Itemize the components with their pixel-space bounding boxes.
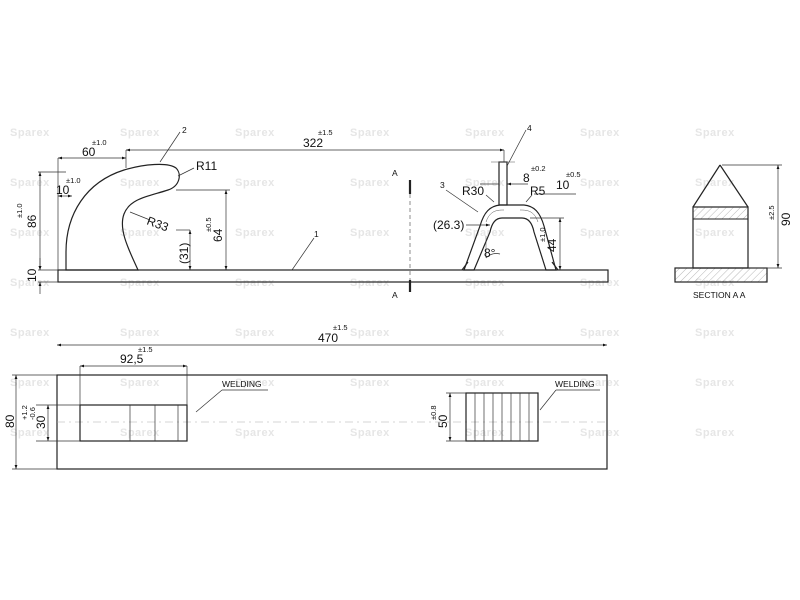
watermark: Sparex — [695, 327, 735, 339]
watermark: Sparex — [235, 127, 275, 139]
section-label: SECTION A A — [693, 290, 746, 300]
dim-31: (31) — [177, 243, 191, 264]
dim-10-hook: 10 — [56, 183, 70, 197]
watermark: Sparex — [120, 127, 160, 139]
top-view: 470 ±1.5 92,5 ±1.5 80 30 +1.2 -0.6 50 ±0… — [3, 323, 608, 470]
watermark: Sparex — [695, 127, 735, 139]
watermark: Sparex — [695, 227, 735, 239]
callout-1: 1 — [314, 229, 319, 239]
dim-30: 30 — [34, 415, 48, 429]
dim-322: 322 — [303, 136, 323, 150]
tol-92-5: ±1.5 — [138, 345, 153, 354]
watermark: Sparex — [120, 377, 160, 389]
watermark-layer: Sparex Sparex Sparex Sparex Sparex Spare… — [10, 127, 735, 439]
watermark: Sparex — [235, 177, 275, 189]
watermark: Sparex — [580, 427, 620, 439]
dim-92-5: 92,5 — [120, 352, 144, 366]
callout-4: 4 — [527, 123, 532, 133]
section-mark-top: A — [392, 168, 398, 178]
dim-10-fork: 10 — [556, 178, 570, 192]
tol-64: ±0.5 — [204, 217, 213, 232]
radius-r11: R11 — [196, 159, 217, 173]
dim-86: 86 — [25, 214, 39, 228]
watermark: Sparex — [465, 377, 505, 389]
watermark: Sparex — [10, 377, 50, 389]
watermark: Sparex — [695, 427, 735, 439]
watermark: Sparex — [695, 177, 735, 189]
welding-note-left: WELDING — [222, 379, 262, 389]
watermark: Sparex — [350, 377, 390, 389]
callout-2: 2 — [182, 125, 187, 135]
section-view: 90 ±2.5 SECTION A A — [674, 164, 793, 300]
tol-470: ±1.5 — [333, 323, 348, 332]
watermark: Sparex — [120, 277, 160, 289]
hook-part — [65, 163, 180, 271]
watermark: Sparex — [10, 327, 50, 339]
watermark: Sparex — [10, 427, 50, 439]
dim-50: 50 — [436, 414, 450, 428]
watermark: Sparex — [465, 127, 505, 139]
watermark: Sparex — [235, 227, 275, 239]
tol-10-fork: ±0.5 — [566, 170, 581, 179]
tol-322: ±1.5 — [318, 128, 333, 137]
tol-30-down: -0.6 — [28, 407, 37, 420]
angle-8deg: 8° — [484, 246, 496, 260]
watermark: Sparex — [10, 177, 50, 189]
tol-8: ±0.2 — [531, 164, 546, 173]
watermark: Sparex — [465, 177, 505, 189]
tol-90: ±2.5 — [767, 205, 776, 220]
weld-block-left — [79, 404, 188, 442]
base-plate — [57, 269, 609, 283]
watermark: Sparex — [350, 177, 390, 189]
radius-r5: R5 — [530, 184, 546, 198]
dim-26-3: (26.3) — [433, 218, 464, 232]
watermark: Sparex — [235, 377, 275, 389]
welding-note-right: WELDING — [555, 379, 595, 389]
tol-86: ±1.0 — [15, 203, 24, 218]
watermark: Sparex — [350, 277, 390, 289]
watermark: Sparex — [580, 177, 620, 189]
front-view: A A 322 ±1.5 60 ±1.0 10 ±1.0 86 ±1.0 R11… — [15, 123, 609, 300]
watermark: Sparex — [465, 327, 505, 339]
watermark: Sparex — [580, 227, 620, 239]
watermark: Sparex — [350, 227, 390, 239]
watermark: Sparex — [350, 127, 390, 139]
dim-80: 80 — [3, 414, 17, 428]
section-mark-bottom: A — [392, 290, 398, 300]
watermark: Sparex — [465, 277, 505, 289]
watermark: Sparex — [580, 377, 620, 389]
tol-50: ±0.8 — [429, 405, 438, 420]
watermark: Sparex — [350, 327, 390, 339]
watermark: Sparex — [235, 327, 275, 339]
dim-90: 90 — [779, 212, 793, 226]
watermark: Sparex — [350, 427, 390, 439]
watermark: Sparex — [120, 327, 160, 339]
tol-44: ±1.0 — [538, 227, 547, 242]
radius-r30: R30 — [462, 184, 484, 198]
watermark: Sparex — [580, 127, 620, 139]
tol-10-hook: ±1.0 — [66, 176, 81, 185]
watermark: Sparex — [235, 427, 275, 439]
watermark: Sparex — [10, 127, 50, 139]
tol-60: ±1.0 — [92, 138, 107, 147]
dim-44: 44 — [545, 238, 559, 252]
watermark: Sparex — [120, 427, 160, 439]
watermark: Sparex — [580, 277, 620, 289]
fork-bracket — [463, 204, 557, 271]
callout-3: 3 — [440, 180, 445, 190]
watermark: Sparex — [120, 177, 160, 189]
watermark: Sparex — [235, 277, 275, 289]
watermark: Sparex — [120, 227, 160, 239]
dim-10-plate: 10 — [25, 268, 39, 282]
watermark: Sparex — [465, 227, 505, 239]
watermark: Sparex — [465, 427, 505, 439]
dim-64: 64 — [211, 228, 225, 242]
dim-470: 470 — [318, 331, 338, 345]
watermark: Sparex — [695, 377, 735, 389]
dim-8: 8 — [523, 171, 530, 185]
tol-30-up: +1.2 — [20, 405, 29, 420]
watermark: Sparex — [580, 327, 620, 339]
dim-60: 60 — [82, 145, 96, 159]
